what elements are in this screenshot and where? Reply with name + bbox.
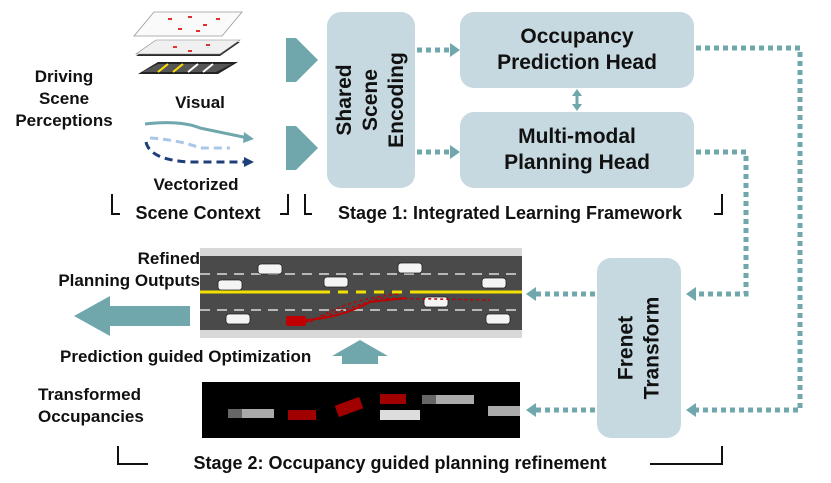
stage2-caption: Stage 2: Occupancy guided planning refin… bbox=[193, 453, 607, 473]
visual-to-encoder-arrow bbox=[286, 38, 318, 82]
multimodal-planning-head-box: Multi-modal Planning Head bbox=[460, 112, 694, 188]
transformed-occupancies-label: Transformed Occupancies bbox=[38, 385, 144, 426]
multimodal-planning-head-label: Multi-modal Planning Head bbox=[504, 125, 650, 174]
perception-stack-icon bbox=[128, 4, 248, 90]
refined-planning-outputs-label: Refined Planning Outputs bbox=[58, 249, 200, 290]
driving-scene-perceptions-label: Driving Scene Perceptions bbox=[15, 67, 113, 130]
refined-output-arrow bbox=[74, 296, 190, 336]
visual-label: Visual bbox=[175, 93, 225, 112]
vectorized-trajectories-icon bbox=[140, 112, 260, 174]
road-scene-image bbox=[200, 248, 522, 338]
occupancy-prediction-head-label: Occupancy Prediction Head bbox=[497, 25, 657, 74]
shared-scene-encoding-box: Shared Scene Encoding bbox=[327, 12, 415, 188]
transformed-occupancies-image bbox=[202, 382, 520, 438]
optimization-up-arrow bbox=[332, 340, 388, 364]
scene-context-label: Scene Context bbox=[135, 203, 261, 223]
frenet-transform-box: Frenet Transform bbox=[597, 258, 681, 438]
occupancy-prediction-head-box: Occupancy Prediction Head bbox=[460, 12, 694, 88]
vectorized-label: Vectorized bbox=[153, 175, 239, 194]
prediction-guided-optimization-label: Prediction guided Optimization bbox=[60, 347, 312, 366]
stage1-caption: Stage 1: Integrated Learning Framework bbox=[337, 203, 683, 223]
vectorized-to-encoder-arrow bbox=[286, 126, 318, 170]
